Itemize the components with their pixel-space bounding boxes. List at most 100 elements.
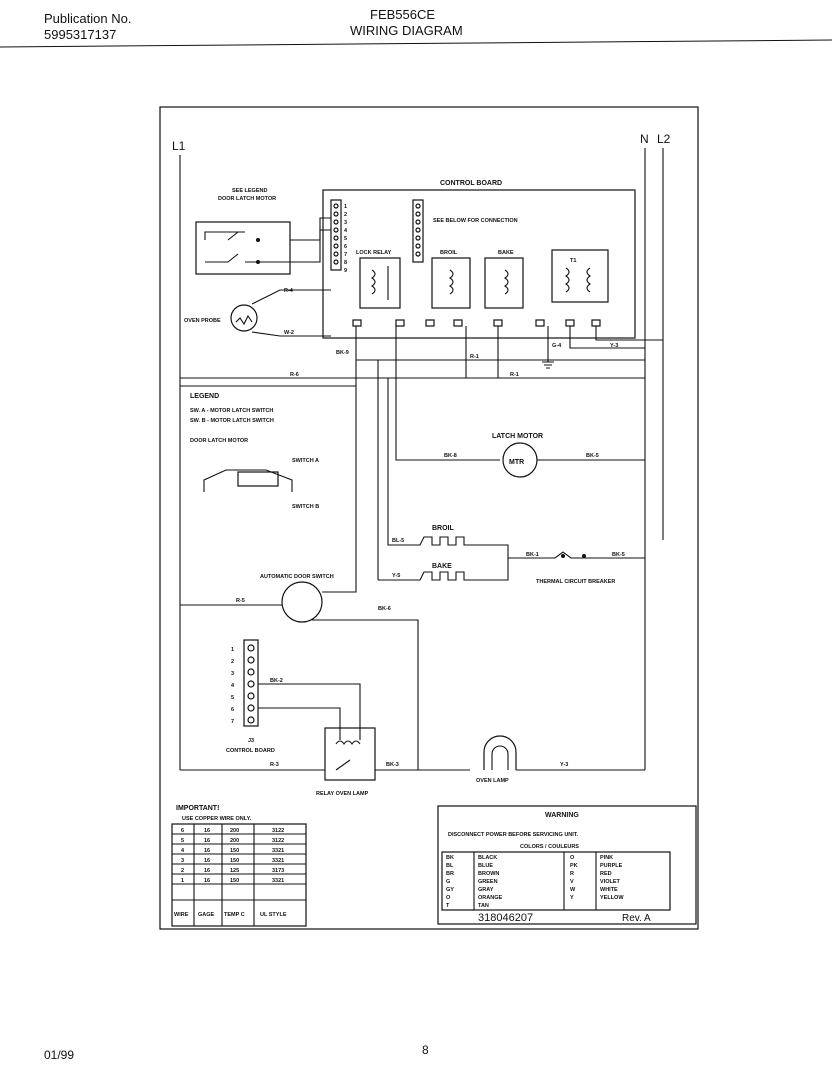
publication-label: Publication No. xyxy=(44,11,132,26)
wire-label: BL-5 xyxy=(392,538,404,544)
lock-relay-label: LOCK RELAY xyxy=(356,250,392,256)
bake-element xyxy=(378,571,500,581)
table-cell: 3321 xyxy=(272,848,284,854)
color-code: V xyxy=(570,879,574,885)
connector-j2 xyxy=(412,199,424,263)
table-cell: 6 xyxy=(181,828,184,834)
table-cell: 16 xyxy=(204,838,210,844)
connector-pin: 5 xyxy=(344,236,347,242)
connector-j1-pins xyxy=(333,203,339,265)
line-n-label: N xyxy=(640,132,649,146)
connector-pin: 4 xyxy=(344,228,348,234)
switch-b-label: SWITCH B xyxy=(292,504,319,510)
color-name: RED xyxy=(600,871,612,877)
model-number: FEB556CE xyxy=(370,7,436,22)
color-name: PURPLE xyxy=(600,863,623,869)
wire-label: BK-5 xyxy=(586,453,599,459)
table-cell: 150 xyxy=(230,848,239,854)
color-code: O xyxy=(446,895,451,901)
j3-pin: 6 xyxy=(231,707,234,713)
color-code: PK xyxy=(570,863,578,869)
door-latch-motor-label: DOOR LATCH MOTOR xyxy=(218,196,276,202)
connector-pin: 3 xyxy=(344,220,347,226)
table-cell: 3122 xyxy=(272,828,284,834)
connector-pin: 6 xyxy=(344,244,347,250)
table-cell: 3321 xyxy=(272,858,284,864)
j3-pin: 3 xyxy=(231,671,234,677)
connector-j3-pins xyxy=(247,644,255,724)
footer-date: 01/99 xyxy=(44,1048,75,1062)
diagram-frame xyxy=(159,106,699,930)
color-name: PINK xyxy=(600,855,613,861)
connector-j2-pins xyxy=(415,203,421,257)
color-code: W xyxy=(570,887,576,893)
j3-pin: 1 xyxy=(231,647,234,653)
automatic-door-switch-label: AUTOMATIC DOOR SWITCH xyxy=(260,574,334,580)
connector-pin: 1 xyxy=(344,204,347,210)
table-cell: 200 xyxy=(230,828,239,834)
table-cell: 3173 xyxy=(272,868,284,874)
table-cell: 5 xyxy=(181,838,184,844)
color-name: GRAY xyxy=(478,887,494,893)
transformer-box xyxy=(551,249,609,303)
connector-pin-numbers: 1 2 3 4 5 6 7 8 9 xyxy=(344,204,348,274)
color-code: Y xyxy=(570,895,574,901)
wire-label: R-6 xyxy=(290,372,299,378)
table-footer: WIRE xyxy=(174,912,189,918)
wire-label: W-2 xyxy=(284,330,294,336)
color-code: R xyxy=(570,871,574,877)
wire-label: Y-3 xyxy=(560,762,568,768)
table-cell: 150 xyxy=(230,878,239,884)
document-title: WIRING DIAGRAM xyxy=(350,23,463,38)
table-footer: GAGE xyxy=(198,912,215,918)
broil-relay-label: BROIL xyxy=(440,250,458,256)
publication-number: 5995317137 xyxy=(44,27,117,42)
wire-label: Y-5 xyxy=(392,573,400,579)
color-code: O xyxy=(570,855,575,861)
color-name: YELLOW xyxy=(600,895,624,901)
wire-label: BK-5 xyxy=(612,552,625,558)
lock-relay xyxy=(359,257,401,309)
legend-sw-a: SW. A - MOTOR LATCH SWITCH xyxy=(190,408,273,414)
relay-oven-lamp-label: RELAY OVEN LAMP xyxy=(316,791,369,797)
wire-labels: R-6 R-1 R-1 BK-9 BK-8 BK-5 BK-1 BK-5 BL-… xyxy=(236,288,625,768)
door-latch-detail-label: DOOR LATCH MOTOR xyxy=(190,438,248,444)
color-code: BK xyxy=(446,855,454,861)
color-code: BL xyxy=(446,863,454,869)
bake-element-label: BAKE xyxy=(432,563,452,570)
wire-label: R-1 xyxy=(510,372,519,378)
connector-j1 xyxy=(330,199,342,271)
line-l2-label: L2 xyxy=(657,132,671,146)
broil-relay xyxy=(431,257,471,309)
wire-label: BK-3 xyxy=(386,762,399,768)
j3-pin: 2 xyxy=(231,659,234,665)
table-cell: 16 xyxy=(204,848,210,854)
broil-element xyxy=(412,536,500,546)
color-name: VIOLET xyxy=(600,879,621,885)
relay-oven-lamp xyxy=(324,727,376,781)
oven-lamp-label: OVEN LAMP xyxy=(476,778,509,784)
wire-label: BK-1 xyxy=(526,552,539,558)
table-cell: 16 xyxy=(204,858,210,864)
wire-label: BK-9 xyxy=(336,350,349,356)
j3-pin: 4 xyxy=(231,683,235,689)
color-name: WHITE xyxy=(600,887,618,893)
warning-text: DISCONNECT POWER BEFORE SERVICING UNIT. xyxy=(448,832,579,838)
table-cell: 200 xyxy=(230,838,239,844)
table-cell: 4 xyxy=(181,848,185,854)
color-name: TAN xyxy=(478,903,489,909)
connector-pin: 8 xyxy=(344,260,347,266)
connector-pin: 9 xyxy=(344,268,347,274)
wire-label: Y-3 xyxy=(610,343,618,349)
control-board-label: CONTROL BOARD xyxy=(440,180,502,187)
table-cell: 150 xyxy=(230,858,239,864)
wire-label: R-1 xyxy=(470,354,479,360)
table-cell: 125 xyxy=(230,868,239,874)
color-code: T xyxy=(446,903,450,909)
legend-title: LEGEND xyxy=(190,393,219,400)
revision: Rev. A xyxy=(622,913,651,924)
see-below-label: SEE BELOW FOR CONNECTION xyxy=(433,218,518,224)
table-cell: 16 xyxy=(204,828,210,834)
connector-j3 xyxy=(243,639,259,727)
